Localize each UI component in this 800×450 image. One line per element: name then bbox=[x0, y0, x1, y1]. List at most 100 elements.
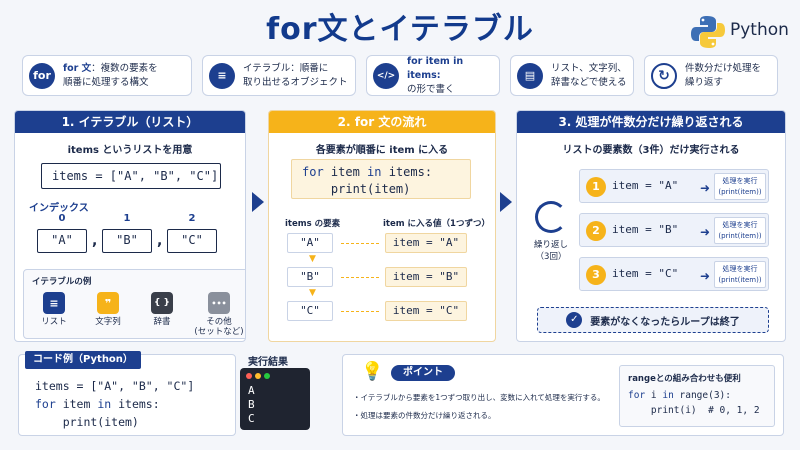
panel-for-flow-subtitle: 各要素が順番に item に入る bbox=[315, 145, 449, 156]
python-brand-text: Python bbox=[730, 20, 789, 40]
summary-card-syntax: </> for item in items:の形で書く bbox=[366, 55, 500, 96]
panel-iterable: 1. イテラブル（リスト） items というリストを用意 items = ["… bbox=[14, 110, 246, 342]
list-element-box: "C" bbox=[167, 229, 217, 253]
iteration-number: 2 bbox=[586, 221, 606, 241]
dashed-arrow-icon bbox=[341, 277, 379, 278]
minimize-dot-icon bbox=[255, 373, 261, 379]
summary-card-repeat: ↻ 件数分だけ処理を繰り返す bbox=[644, 55, 778, 96]
arrow-right-icon: ➜ bbox=[700, 225, 711, 239]
panel-for-flow-header: 2. for 文の流れ bbox=[269, 111, 495, 133]
summary-text: イテラブル：順番に bbox=[243, 62, 329, 74]
index-number: 1 bbox=[123, 213, 131, 224]
item-element: "C" bbox=[287, 301, 333, 321]
maximize-dot-icon bbox=[264, 373, 270, 379]
iterable-examples-box: イテラブルの例 ≡ リスト ❞ 文字列 { } 辞書 ••• その他(セットなど… bbox=[23, 269, 245, 339]
page-title: for文とイテラブル bbox=[266, 12, 534, 47]
item-value: item = "C" bbox=[385, 301, 467, 321]
point-bullet: ・イテラブルから要素を1つずつ取り出し、変数に入れて処理を実行する。 bbox=[353, 393, 605, 402]
item-value: item = "A" bbox=[385, 233, 467, 253]
index-label: インデックス bbox=[29, 203, 89, 214]
code-example-body: items = ["A", "B", "C"] for item in item… bbox=[35, 379, 195, 429]
summary-bold: for 文 bbox=[63, 62, 92, 74]
loop-end-text: 要素がなくなったらループは終了 bbox=[590, 316, 740, 328]
summary-bold: for item in items: bbox=[407, 55, 464, 81]
quote-icon: ❞ bbox=[97, 292, 119, 314]
arrow-right-icon bbox=[252, 192, 264, 212]
example-other: ••• その他(セットなど) bbox=[194, 292, 244, 337]
iteration-number: 1 bbox=[586, 177, 606, 197]
check-icon: ✓ bbox=[566, 312, 583, 328]
code-example-card: コード例（Python） items = ["A", "B", "C"] for… bbox=[18, 351, 236, 436]
iteration-row: 3 item = "C" ➜ 処理を実行(print(item)) bbox=[579, 257, 769, 291]
iteration-value: item = "C" bbox=[612, 267, 679, 280]
panel-for-flow: 2. for 文の流れ 各要素が順番に item に入る for item in… bbox=[268, 110, 496, 342]
close-dot-icon bbox=[246, 373, 252, 379]
example-label: 辞書 bbox=[153, 317, 171, 327]
list-element-box: "B" bbox=[102, 229, 152, 253]
code-example-title: コード例（Python） bbox=[25, 351, 141, 369]
example-label: リスト bbox=[41, 317, 67, 327]
item-value: item = "B" bbox=[385, 267, 467, 287]
index-number: 2 bbox=[188, 213, 196, 224]
lightbulb-icon: 💡 bbox=[361, 361, 384, 382]
panel-repeat: 3. 処理が件数分だけ繰り返される リストの要素数（3件）だけ実行される 繰り返… bbox=[516, 110, 786, 342]
process-box: 処理を実行(print(item)) bbox=[714, 217, 766, 244]
range-tip-code: for i in range(3): print(i) # 0, 1, 2 bbox=[628, 390, 760, 416]
point-title: ポイント bbox=[391, 365, 455, 381]
list-icon: ≡ bbox=[43, 292, 65, 314]
result-title: 実行結果 bbox=[248, 357, 288, 368]
iteration-value: item = "A" bbox=[612, 179, 679, 192]
comma: , bbox=[92, 233, 98, 249]
for-icon: for bbox=[29, 62, 55, 89]
summary-text: リスト、文字列、 bbox=[551, 62, 627, 74]
list-icon: ≡ bbox=[209, 62, 235, 89]
item-element: "A" bbox=[287, 233, 333, 253]
comma: , bbox=[157, 233, 163, 249]
iteration-row: 1 item = "A" ➜ 処理を実行(print(item)) bbox=[579, 169, 769, 203]
panel-iterable-header: 1. イテラブル（リスト） bbox=[15, 111, 245, 133]
examples-title: イテラブルの例 bbox=[32, 277, 92, 287]
summary-text: 件数分だけ処理を bbox=[685, 62, 762, 74]
item-element: "B" bbox=[287, 267, 333, 287]
dashed-arrow-icon bbox=[341, 243, 379, 244]
range-tip-box: rangeとの組み合わせも便利 for i in range(3): print… bbox=[619, 365, 775, 427]
summary-card-for: for for 文：複数の要素を順番に処理する構文 bbox=[22, 55, 192, 96]
range-tip-title: rangeとの組み合わせも便利 bbox=[628, 374, 741, 384]
summary-text-line2: 繰り返す bbox=[685, 76, 724, 88]
for-loop-code: for item in items: print(item) bbox=[291, 159, 471, 199]
iteration-number: 3 bbox=[586, 265, 606, 285]
panel-iterable-subtitle: items というリストを用意 bbox=[67, 145, 193, 156]
items-elements-heading: items の要素 bbox=[285, 219, 341, 229]
more-icon: ••• bbox=[208, 292, 230, 314]
point-bullet: ・処理は要素の件数分だけ繰り返される。 bbox=[353, 411, 496, 420]
arrow-right-icon: ➜ bbox=[700, 181, 711, 195]
process-box: 処理を実行(print(item)) bbox=[714, 261, 766, 288]
python-logo-icon bbox=[691, 16, 725, 48]
iteration-row: 2 item = "B" ➜ 処理を実行(print(item)) bbox=[579, 213, 769, 247]
point-card: 💡 ポイント ・イテラブルから要素を1つずつ取り出し、変数に入れて処理を実行する… bbox=[342, 354, 784, 436]
dashed-arrow-icon bbox=[341, 311, 379, 312]
repeat-icon: ↻ bbox=[651, 62, 677, 89]
summary-text: ：複数の要素を bbox=[91, 62, 158, 74]
summary-text-line2: 順番に処理する構文 bbox=[63, 76, 149, 88]
iteration-value: item = "B" bbox=[612, 223, 679, 236]
summary-text-line2: 取り出せるオブジェクト bbox=[243, 76, 348, 88]
arrow-right-icon: ➜ bbox=[700, 269, 711, 283]
item-value-heading: item に入る値（1つずつ） bbox=[383, 219, 490, 229]
code-icon: </> bbox=[373, 62, 399, 89]
list-definition-code: items = ["A", "B", "C"] bbox=[41, 163, 221, 189]
process-box: 処理を実行(print(item)) bbox=[714, 173, 766, 200]
example-string: ❞ 文字列 bbox=[86, 292, 130, 327]
example-label: 文字列 bbox=[95, 317, 121, 327]
arrow-down-icon: ▼ bbox=[309, 254, 316, 264]
point-bullets: ・イテラブルから要素を1つずつ取り出し、変数に入れて処理を実行する。 ・処理は要… bbox=[353, 389, 625, 425]
list-element-box: "A" bbox=[37, 229, 87, 253]
loop-count-label: 繰り返し（3回） bbox=[533, 240, 568, 262]
example-dict: { } 辞書 bbox=[140, 292, 184, 327]
summary-text-line2: 辞書などで使える bbox=[551, 76, 627, 88]
loop-icon bbox=[535, 201, 567, 233]
arrow-down-icon: ▼ bbox=[309, 288, 316, 298]
panel-repeat-subtitle: リストの要素数（3件）だけ実行される bbox=[562, 145, 740, 156]
summary-card-types: ▤ リスト、文字列、辞書などで使える bbox=[510, 55, 634, 96]
